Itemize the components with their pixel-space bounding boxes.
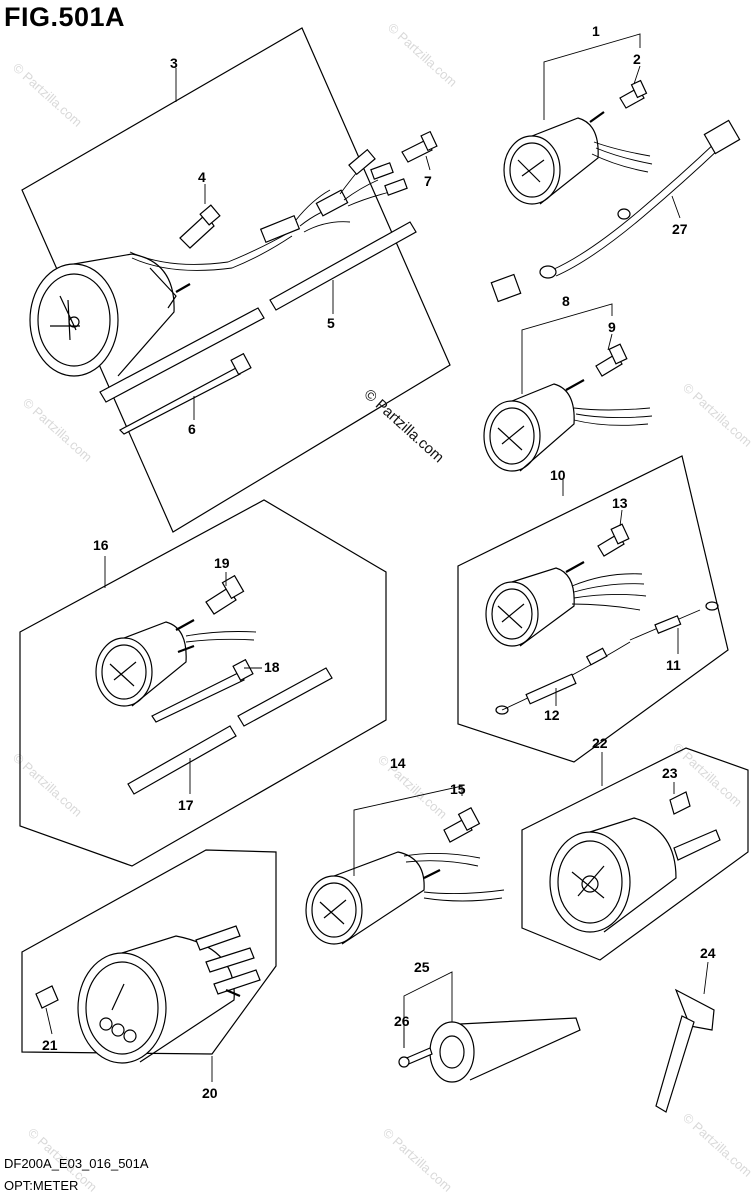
gauge-part-14[interactable] — [305, 851, 505, 945]
bracket-part-24[interactable] — [655, 988, 715, 1113]
kit-panel-3 — [21, 27, 451, 533]
screw-part-26[interactable] — [398, 1047, 433, 1068]
callout-21[interactable]: 21 — [42, 1037, 58, 1053]
callout-25[interactable]: 25 — [414, 959, 430, 975]
callout-9[interactable]: 9 — [608, 319, 616, 335]
callout-1[interactable]: 1 — [592, 23, 600, 39]
gauge-part-10[interactable] — [485, 561, 647, 647]
harness-part-27[interactable] — [490, 119, 741, 303]
callout-15[interactable]: 15 — [450, 781, 466, 797]
callout-13[interactable]: 13 — [612, 495, 628, 511]
callout-5[interactable]: 5 — [327, 315, 335, 331]
connector-part-7[interactable] — [401, 130, 438, 163]
gauge-part-1[interactable] — [503, 111, 653, 205]
kit-panel-16 — [19, 499, 387, 867]
kit-panel-10 — [457, 455, 729, 763]
callout-11[interactable]: 11 — [666, 657, 681, 673]
gauge-part-22[interactable] — [549, 817, 721, 933]
callout-24[interactable]: 24 — [700, 945, 716, 961]
bulb-part-19[interactable] — [205, 574, 245, 615]
tube-part-17[interactable] — [127, 667, 333, 795]
wire-part-12[interactable] — [495, 641, 631, 715]
wire-part-11[interactable] — [629, 601, 719, 641]
figure-title: FIG.501A — [4, 2, 126, 32]
kit-panel-22 — [521, 747, 749, 961]
bulb-part-15[interactable] — [443, 806, 481, 843]
callout-10[interactable]: 10 — [550, 467, 566, 483]
callout-4[interactable]: 4 — [198, 169, 206, 185]
gauge-part-16[interactable] — [95, 619, 257, 707]
bulb-part-9[interactable] — [595, 343, 628, 377]
callout-3[interactable]: 3 — [170, 55, 178, 71]
callout-20[interactable]: 20 — [202, 1085, 218, 1101]
callout-27[interactable]: 27 — [672, 221, 688, 237]
gauge-part-8[interactable] — [483, 379, 653, 472]
callout-8[interactable]: 8 — [562, 293, 570, 309]
tube-part-5[interactable] — [99, 221, 417, 403]
callout-19[interactable]: 19 — [214, 555, 230, 571]
callout-16[interactable]: 16 — [93, 537, 109, 553]
figure-caption: OPT:METER — [4, 1178, 79, 1193]
kit-panel-20 — [21, 849, 277, 1064]
bulb-part-23[interactable] — [669, 791, 691, 815]
callout-leaders — [45, 33, 709, 1082]
callout-6[interactable]: 6 — [188, 421, 196, 437]
cable-tie-part-18[interactable] — [151, 658, 254, 723]
callout-17[interactable]: 17 — [178, 797, 194, 813]
callout-14[interactable]: 14 — [390, 755, 406, 771]
callout-7[interactable]: 7 — [424, 173, 432, 189]
bulb-part-13[interactable] — [597, 523, 630, 557]
cable-tie-part-6[interactable] — [119, 352, 252, 435]
callout-26[interactable]: 26 — [394, 1013, 410, 1029]
bulb-part-2[interactable] — [619, 79, 648, 109]
bulb-part-21[interactable] — [35, 985, 59, 1009]
gauge-part-20[interactable] — [77, 925, 261, 1064]
bulb-part-4[interactable] — [179, 204, 221, 249]
holder-part-25[interactable] — [429, 1017, 581, 1083]
callout-22[interactable]: 22 — [592, 735, 608, 751]
callout-2[interactable]: 2 — [633, 51, 641, 67]
gauge-part-3[interactable] — [29, 148, 408, 377]
callout-23[interactable]: 23 — [662, 765, 678, 781]
figure-code: DF200A_E03_016_501A — [4, 1156, 149, 1171]
callout-numbers: 1 2 3 4 5 6 7 8 9 10 11 12 13 14 15 16 1… — [42, 23, 716, 1101]
callout-18[interactable]: 18 — [264, 659, 280, 675]
callout-12[interactable]: 12 — [544, 707, 560, 723]
